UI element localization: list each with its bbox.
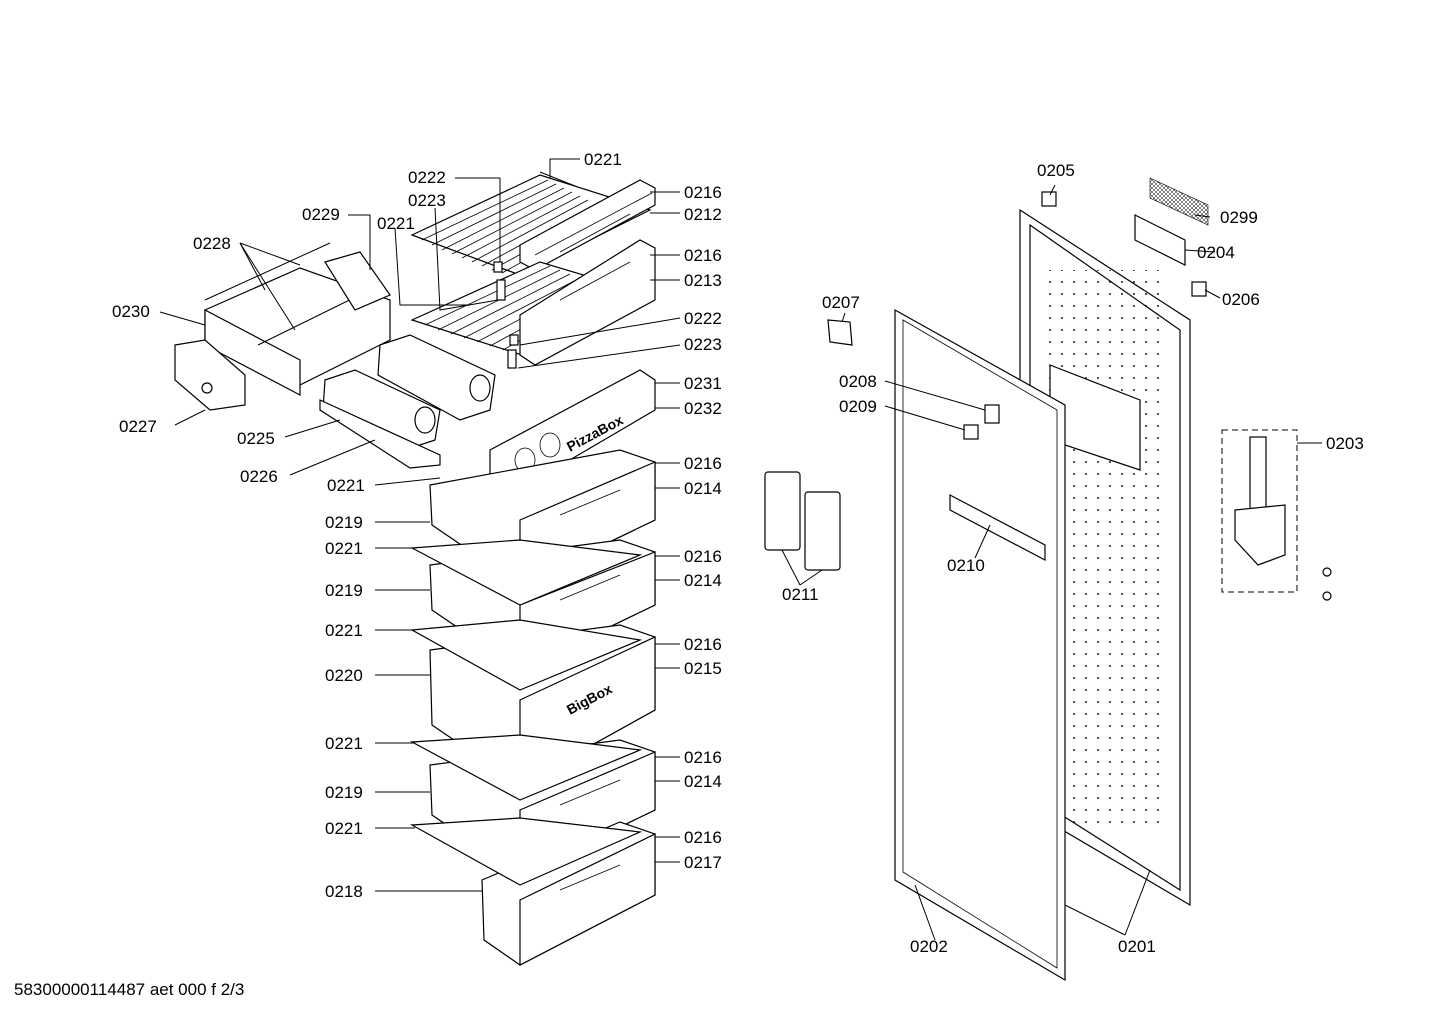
label-0209: 0209 — [839, 397, 877, 416]
label-0221: 0221 — [325, 621, 363, 640]
label-0221: 0221 — [325, 819, 363, 838]
label-0214: 0214 — [684, 772, 722, 791]
document-footer-code: 58300000114487 aet 000 f 2/3 — [14, 980, 245, 999]
label-0217: 0217 — [684, 853, 722, 872]
label-0214: 0214 — [684, 479, 722, 498]
label-0228: 0228 — [193, 234, 231, 253]
label-0202: 0202 — [910, 937, 948, 956]
label-0230: 0230 — [112, 302, 150, 321]
label-0203: 0203 — [1326, 434, 1364, 453]
label-0226: 0226 — [240, 467, 278, 486]
label-0216: 0216 — [684, 246, 722, 265]
door-handle — [949, 494, 1046, 561]
label-0216: 0216 — [684, 547, 722, 566]
door-gasket — [894, 308, 1066, 982]
label-0216: 0216 — [684, 183, 722, 202]
label-0221: 0221 — [327, 476, 365, 495]
label-0219: 0219 — [325, 783, 363, 802]
freezer-flap-2 — [519, 239, 656, 366]
label-0219: 0219 — [325, 581, 363, 600]
hinge-pins — [493, 261, 519, 369]
label-0223: 0223 — [684, 335, 722, 354]
label-0220: 0220 — [325, 666, 363, 685]
label-0229: 0229 — [302, 205, 340, 224]
label-0221: 0221 — [325, 734, 363, 753]
freezer-flap-top — [519, 179, 656, 271]
label-0218: 0218 — [325, 882, 363, 901]
label-0227: 0227 — [119, 417, 157, 436]
label-0214: 0214 — [684, 571, 722, 590]
cold-packs — [764, 471, 841, 571]
label-0204: 0204 — [1197, 243, 1235, 262]
label-0205: 0205 — [1037, 161, 1075, 180]
label-0201: 0201 — [1118, 937, 1156, 956]
label-0206: 0206 — [1222, 290, 1260, 309]
ice-trays — [319, 334, 496, 469]
label-0221: 0221 — [325, 539, 363, 558]
label-0219: 0219 — [325, 513, 363, 532]
label-0215: 0215 — [684, 659, 722, 678]
label-0221: 0221 — [377, 214, 415, 233]
ice-maker-assembly — [174, 242, 391, 411]
label-0231: 0231 — [684, 374, 722, 393]
label-0299: 0299 — [1220, 208, 1258, 227]
leader-lines — [159, 158, 1322, 941]
label-0211: 0211 — [782, 585, 819, 604]
label-0216: 0216 — [684, 748, 722, 767]
label-0212: 0212 — [684, 205, 722, 224]
label-0232: 0232 — [684, 399, 722, 418]
label-0207: 0207 — [822, 293, 860, 312]
part-labels: 0221 0222 0223 0229 0221 0216 0212 0228 … — [112, 150, 1364, 956]
label-0222: 0222 — [684, 309, 722, 328]
label-0216: 0216 — [684, 828, 722, 847]
label-0210: 0210 — [947, 556, 985, 575]
label-0223: 0223 — [408, 191, 446, 210]
label-0222: 0222 — [408, 168, 446, 187]
label-0208: 0208 — [839, 372, 877, 391]
label-0216: 0216 — [684, 635, 722, 654]
label-0221: 0221 — [584, 150, 622, 169]
drawer-5 — [481, 821, 656, 966]
label-0213: 0213 — [684, 271, 722, 290]
wire-shelves-lower — [409, 539, 643, 886]
hinge-assembly — [1221, 429, 1332, 601]
label-0225: 0225 — [237, 429, 275, 448]
label-0216: 0216 — [684, 454, 722, 473]
